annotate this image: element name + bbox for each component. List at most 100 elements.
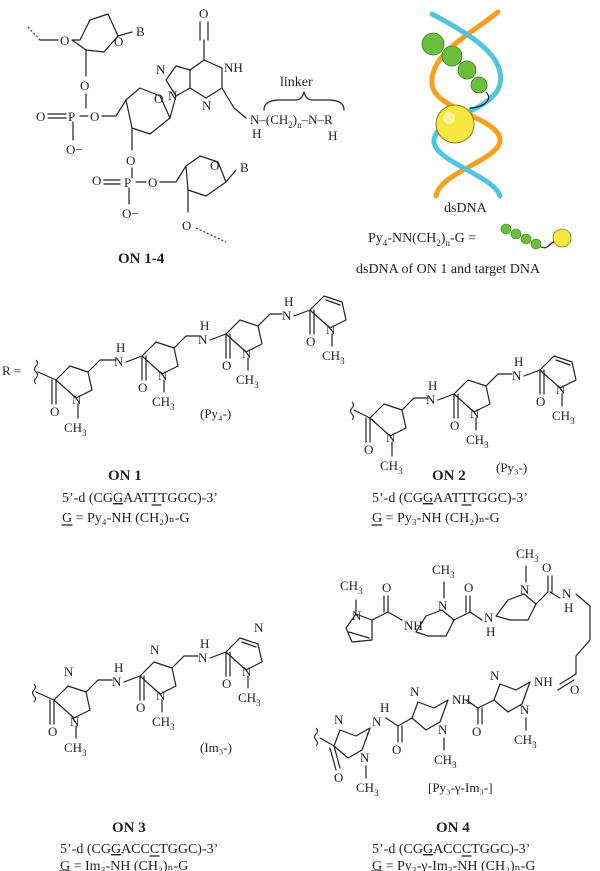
atom-n: N <box>198 650 208 665</box>
methyl-ch3: CH3 <box>152 714 175 732</box>
bead-yellow <box>435 104 475 144</box>
atom-n: N <box>386 430 396 445</box>
atom-o: O <box>570 682 579 697</box>
legend-bead-yellow <box>552 228 572 248</box>
compound-label-on1-4: ON 1-4 <box>118 251 165 267</box>
atom-n: N <box>70 714 80 729</box>
methyl-ch3: CH3 <box>380 458 403 476</box>
atom-nh: NH <box>224 60 243 75</box>
atom-n: N <box>410 684 420 699</box>
atom-n: N <box>242 346 252 361</box>
atom-n: N <box>562 586 572 601</box>
atom-o: O <box>536 394 545 409</box>
atom-h: H <box>380 700 389 715</box>
atom-o: O <box>222 676 231 691</box>
atom-n: N <box>112 674 122 689</box>
atom-n: N <box>352 608 362 623</box>
im3-structure: O N N CH3 H N O N N CH3 H N O N N CH3 (I… <box>31 620 264 758</box>
py4-structure: R = O N CH3 H N O N CH3 H N O N CH3 H N … <box>2 294 347 438</box>
atom-h: H <box>428 378 437 393</box>
atom-n: N <box>438 598 448 613</box>
atom-n: N <box>484 610 494 625</box>
atom-n: N <box>326 322 336 337</box>
atom-o: O <box>306 334 315 349</box>
atom-p: P <box>124 175 131 190</box>
gamma-turn <box>575 593 591 675</box>
atom-n: N <box>64 664 74 679</box>
compound-label-on3: ON 3 <box>112 820 146 836</box>
atom-n: N <box>168 88 178 103</box>
atom-o: O <box>48 724 57 739</box>
compound-label-on4: ON 4 <box>436 820 470 836</box>
atom-n: N <box>198 332 208 347</box>
atom-o-minus: O− <box>122 206 139 221</box>
definition-on3: G = Im₃-NH (CH₂)ₙ-G <box>60 859 188 871</box>
dsdna-legend-formula: Py4-NN(CH2)n-G = <box>368 231 476 248</box>
atom-o: O <box>334 770 343 785</box>
methyl-ch3: CH3 <box>356 780 379 798</box>
linker-brace <box>263 91 345 111</box>
atom-n: N <box>158 368 168 383</box>
methyl-ch3: CH3 <box>552 408 575 426</box>
methyl-ch3: CH3 <box>432 562 455 580</box>
atom-o: O <box>92 173 101 188</box>
atom-n: N <box>150 642 160 657</box>
dsdna-title: dsDNA <box>444 201 488 216</box>
atom-nh: NH <box>534 674 553 689</box>
atom-o: O <box>222 358 231 373</box>
sequence-on4: 5’-d (CGGACCCTGGC)-3’ <box>372 842 530 857</box>
atom-h: H <box>328 128 337 143</box>
atom-o: O <box>80 78 89 93</box>
atom-o: O <box>450 418 459 433</box>
compound-label-on2: ON 2 <box>432 468 466 484</box>
atom-o: O <box>199 6 208 21</box>
methyl-ch3: CH3 <box>514 732 537 750</box>
methyl-ch3: CH3 <box>322 348 345 366</box>
atom-n: N <box>282 308 292 323</box>
atom-n: N <box>334 712 344 727</box>
atom-h: H <box>514 354 523 369</box>
sequence-on2: 5’-d (CGGAATTTGGC)-3’ <box>372 491 528 506</box>
methyl-ch3: CH3 <box>434 752 457 770</box>
methyl-ch3: CH3 <box>152 394 175 412</box>
atom-p: P <box>68 109 75 124</box>
atom-n: N <box>372 714 382 729</box>
bead-green-1 <box>421 32 445 56</box>
dsdna-caption: dsDNA of ON 1 and target DNA <box>356 262 541 277</box>
methyl-ch3: CH3 <box>238 690 261 708</box>
atom-b: B <box>136 24 145 39</box>
atom-o: O <box>392 742 401 757</box>
py3-gamma-im3-structure: CH3 N O NH N CH3 O N H N CH3 O N H O NH … <box>313 546 591 798</box>
definition-on4: G = Py₃-γ-Im₃-NH (CH₂)ₙ-G <box>372 859 536 871</box>
atom-n: N <box>490 668 500 683</box>
atom-h: H <box>200 636 209 651</box>
atom-n: N <box>520 582 530 597</box>
bead-green-2 <box>441 45 463 67</box>
atom-o: O <box>126 153 135 168</box>
definition-on1: G = Py₄-NH (CH₂)ₙ-G <box>62 511 190 526</box>
atom-n: N <box>512 368 522 383</box>
caption-on4: ON 4 5’-d (CGGACCCTGGC)-3’ G = Py₃-γ-Im₃… <box>371 820 536 871</box>
methyl-ch3: CH3 <box>516 546 539 564</box>
atom-o: O <box>154 91 163 106</box>
unit-label-on1: (Py₄-) <box>200 406 231 421</box>
atom-o: O <box>472 724 481 739</box>
atom-o: O <box>364 442 373 457</box>
sequence-on3: 5’-d (CGGACCCTGGC)-3’ <box>60 842 218 857</box>
sequence-on1: 5’-d (CGGAATTTGGC)-3’ <box>62 491 218 506</box>
atom-o: O <box>90 109 99 124</box>
atom-n: N <box>156 62 166 77</box>
unit-label-on3: (Im₃-) <box>200 740 232 755</box>
atom-n: N <box>520 702 530 717</box>
bead-green-3 <box>457 60 477 80</box>
atom-o: O <box>182 218 191 233</box>
atom-h: H <box>284 294 293 309</box>
atom-n: N <box>156 688 166 703</box>
atom-n: N <box>114 354 124 369</box>
nucleotide-structure: O O B O O P O O− O O N N O NH N N–( <box>27 6 345 267</box>
atom-o-minus: O− <box>66 142 83 157</box>
methyl-ch3: CH3 <box>466 432 489 450</box>
unit-label-on4: [Py₃-γ-Im₃-] <box>428 780 493 795</box>
caption-on1: ON 1 5’-d (CGGAATTTGGC)-3’ G = Py₄-NH (C… <box>61 468 218 526</box>
atom-o: O <box>114 34 123 49</box>
